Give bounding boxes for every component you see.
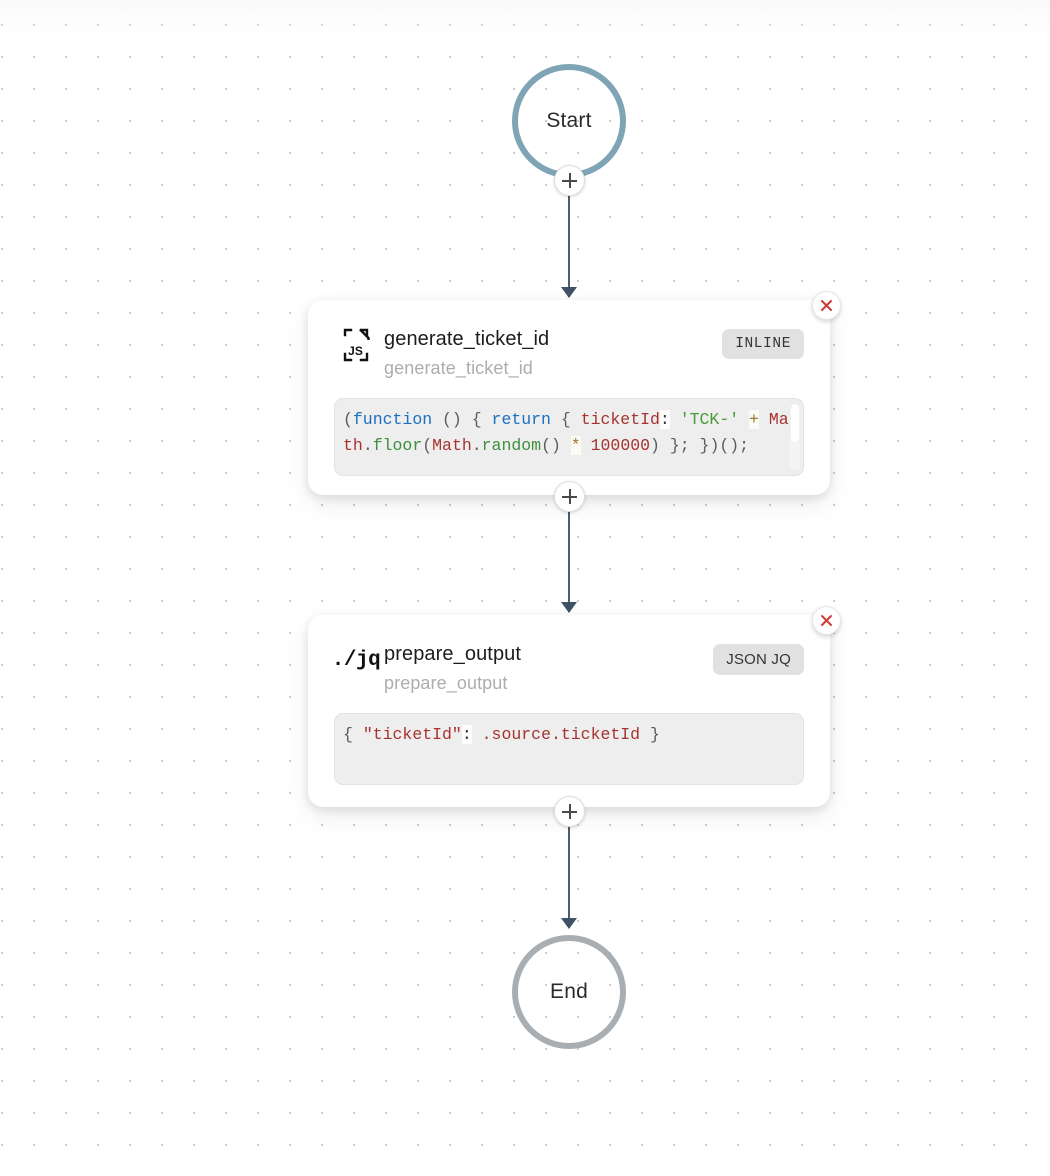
node-header: ./jq prepare_output prepare_output JSON … xyxy=(331,641,804,703)
arrowhead-icon xyxy=(561,918,577,929)
start-node-label: Start xyxy=(546,109,592,132)
node-title: prepare_output xyxy=(384,643,522,665)
close-icon xyxy=(821,615,832,626)
jq-icon: ./jq xyxy=(331,641,381,672)
remove-node-generate-ticket-id-button[interactable] xyxy=(812,291,841,320)
node-subtitle: prepare_output xyxy=(384,673,508,693)
svg-text:JS: JS xyxy=(348,344,363,358)
arrowhead-icon xyxy=(561,602,577,613)
plus-icon xyxy=(568,173,571,188)
node-code-preview[interactable]: (function () { return { ticketId: 'TCK-'… xyxy=(334,398,804,476)
canvas-top-gradient xyxy=(0,0,1050,34)
jq-icon-label: ./jq xyxy=(331,649,381,672)
node-type-badge: INLINE xyxy=(722,329,804,359)
close-icon xyxy=(821,300,832,311)
arrowhead-icon xyxy=(561,287,577,298)
node-title: generate_ticket_id xyxy=(384,328,550,350)
node-code-preview[interactable]: { "ticketId": .source.ticketId } xyxy=(334,713,804,785)
node-subtitle: generate_ticket_id xyxy=(384,358,533,378)
workflow-node-prepare-output[interactable]: ./jq prepare_output prepare_output JSON … xyxy=(308,615,830,807)
add-step-after-start-button[interactable] xyxy=(554,165,585,196)
plus-icon xyxy=(568,804,571,819)
node-title-group: prepare_output prepare_output xyxy=(378,641,804,696)
add-step-after-generate-ticket-id-button[interactable] xyxy=(554,481,585,512)
connector-node-1-to-node-2 xyxy=(561,491,577,613)
end-node[interactable]: End xyxy=(512,935,626,1049)
end-circle-icon xyxy=(512,935,626,1049)
node-title-group: generate_ticket_id generate_ticket_id xyxy=(378,326,804,381)
workflow-node-generate-ticket-id[interactable]: JS generate_ticket_id generate_ticket_id… xyxy=(308,300,830,495)
start-node[interactable]: Start xyxy=(512,64,626,178)
remove-node-prepare-output-button[interactable] xyxy=(812,606,841,635)
node-header: JS generate_ticket_id generate_ticket_id… xyxy=(334,326,804,388)
code-scrollbar-thumb[interactable] xyxy=(791,404,799,443)
end-node-label: End xyxy=(550,980,588,1003)
connector-node-2-to-end xyxy=(561,806,577,929)
js-file-icon: JS xyxy=(334,326,378,362)
connector-start-to-node-1 xyxy=(561,176,577,298)
code-scrollbar[interactable] xyxy=(790,404,800,470)
add-step-after-prepare-output-button[interactable] xyxy=(554,796,585,827)
plus-icon xyxy=(568,489,571,504)
node-type-badge: JSON JQ xyxy=(713,644,804,675)
